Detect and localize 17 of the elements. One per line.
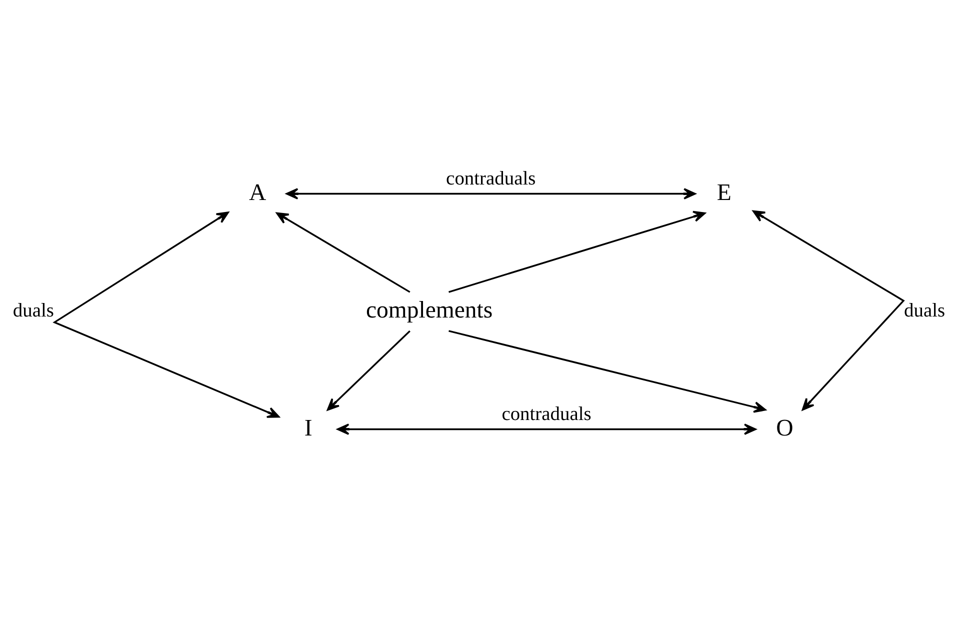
arrow xyxy=(448,330,766,412)
arrow xyxy=(54,211,280,418)
arrow xyxy=(448,210,706,292)
arrow xyxy=(326,330,410,410)
node-text: A xyxy=(248,179,266,206)
node-text: complements xyxy=(366,297,493,324)
arrow xyxy=(276,212,410,292)
arrow xyxy=(336,423,756,434)
edge-label: contraduals xyxy=(502,403,592,424)
arrow xyxy=(286,188,696,199)
node-text: E xyxy=(716,179,732,206)
edge-label: duals xyxy=(12,300,54,321)
node-text: I xyxy=(304,414,312,441)
node-text: O xyxy=(776,414,794,441)
edge-label: duals xyxy=(904,300,946,321)
edge-label: contraduals xyxy=(446,168,536,189)
arrow xyxy=(752,210,904,410)
